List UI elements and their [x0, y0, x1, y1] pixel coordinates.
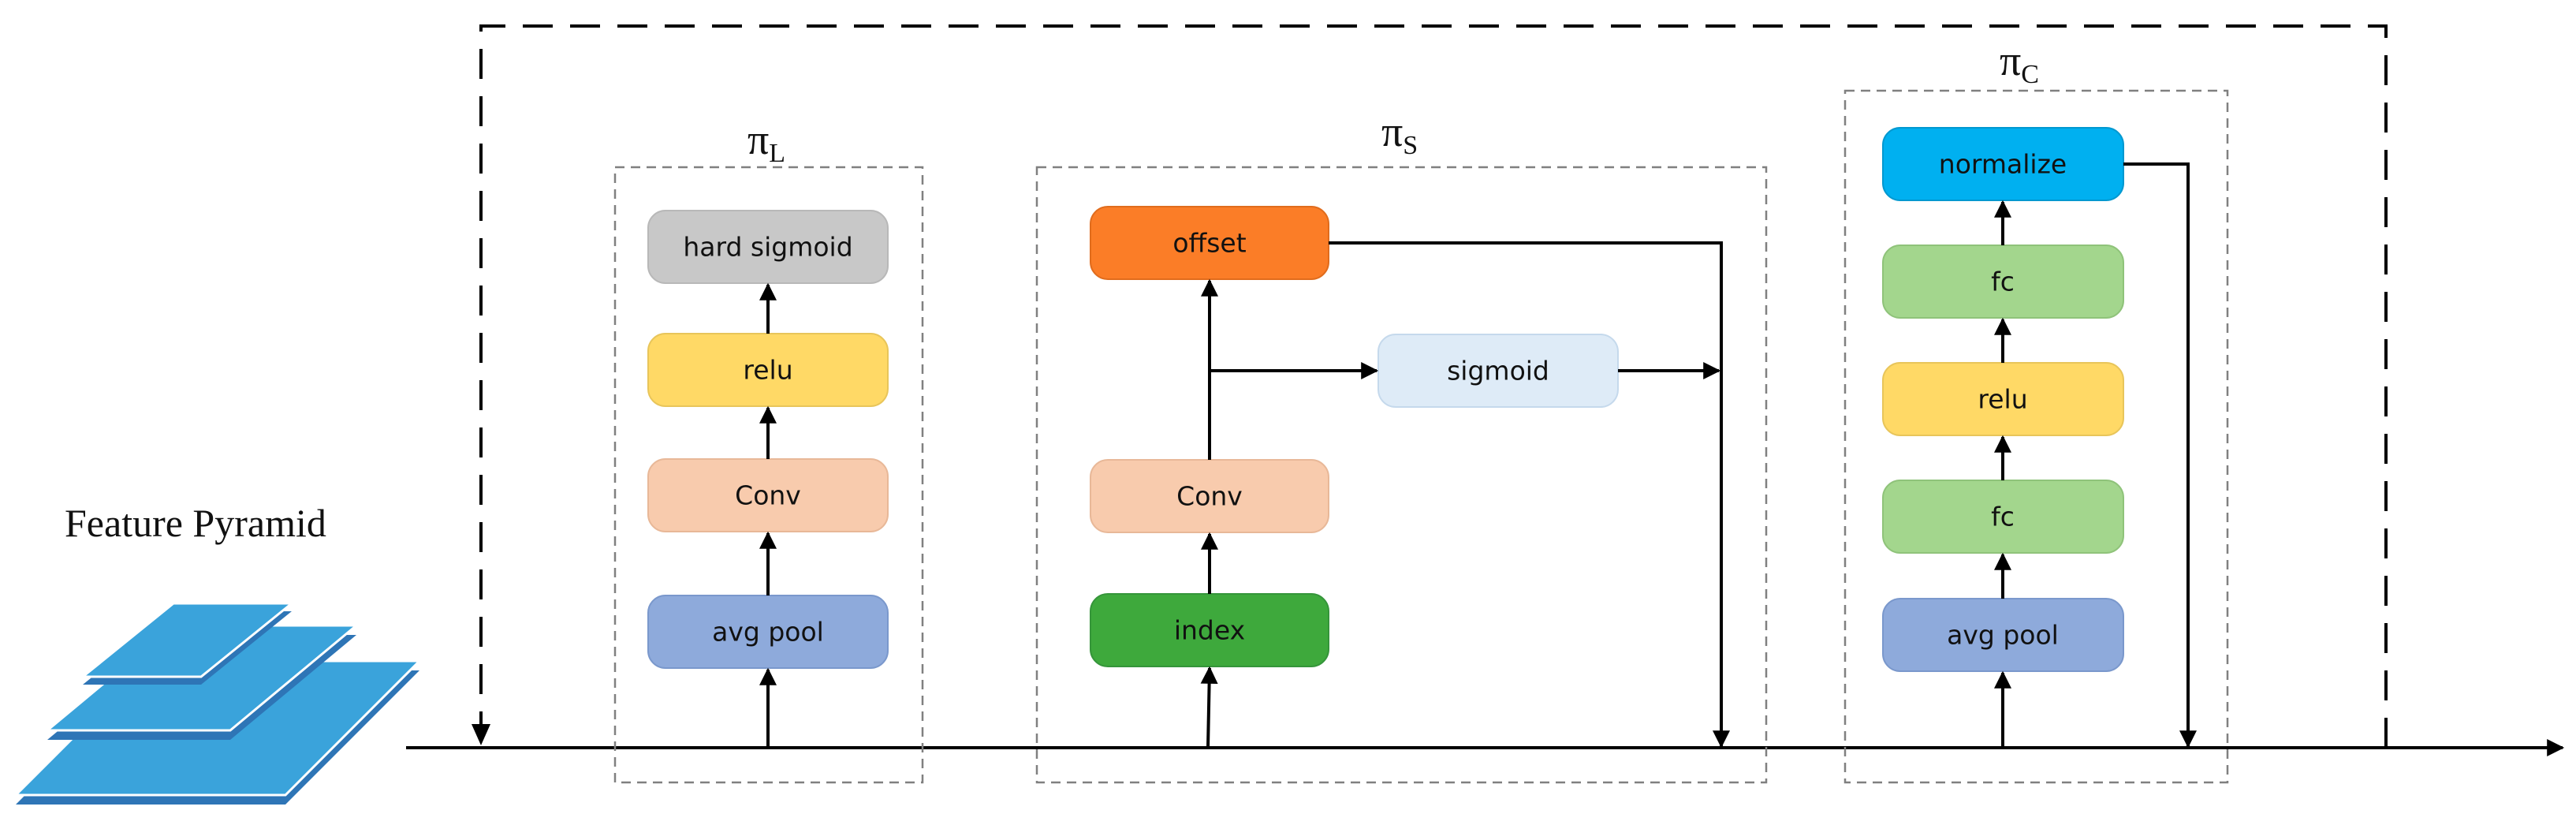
outer-dashed-path: [479, 24, 2388, 748]
node-c-normalize-label: normalize: [1939, 149, 2067, 180]
node-c-relu-label: relu: [1978, 384, 2027, 415]
arrow-s-axis-to-index: [1200, 666, 1218, 749]
node-l-avg-pool-label: avg pool: [712, 617, 824, 648]
node-c-fc-bottom-label: fc: [1991, 502, 2015, 532]
module-pi-s: πS offset sigmoid Conv index: [1035, 108, 1768, 784]
module-pi-c: πC normalize fc relu fc avg pool: [1843, 37, 2229, 784]
module-pi-l-box: [613, 166, 924, 784]
arrow-s-offset-to-axis: [1329, 241, 1730, 749]
node-s-offset-label: offset: [1172, 228, 1246, 259]
node-l-hard-sigmoid-label: hard sigmoid: [683, 232, 852, 263]
module-pi-c-label: πC: [2000, 37, 2039, 89]
node-l-conv-label: Conv: [735, 480, 801, 511]
module-pi-s-label: πS: [1381, 108, 1418, 160]
node-c-fc-top-label: fc: [1991, 267, 2015, 297]
module-pi-s-box: [1035, 166, 1768, 784]
node-s-conv-label: Conv: [1176, 481, 1243, 512]
module-pi-l: πL hard sigmoid relu Conv avg pool: [613, 116, 924, 784]
node-s-index-label: index: [1174, 615, 1245, 646]
feature-pyramid-icon: [13, 602, 423, 805]
arrow-c-normalize-to-axis: [2123, 162, 2197, 749]
node-l-relu-label: relu: [743, 355, 792, 386]
module-pi-c-box: [1843, 89, 2229, 784]
node-c-avg-pool-label: avg pool: [1947, 620, 2059, 651]
pyramid-layer-top-top: [79, 602, 296, 678]
outer-dashed-arrowhead: [472, 724, 490, 745]
module-pi-l-label: πL: [747, 116, 785, 168]
diagram-title: Feature Pyramid: [65, 501, 326, 545]
node-s-sigmoid-label: sigmoid: [1447, 356, 1549, 386]
